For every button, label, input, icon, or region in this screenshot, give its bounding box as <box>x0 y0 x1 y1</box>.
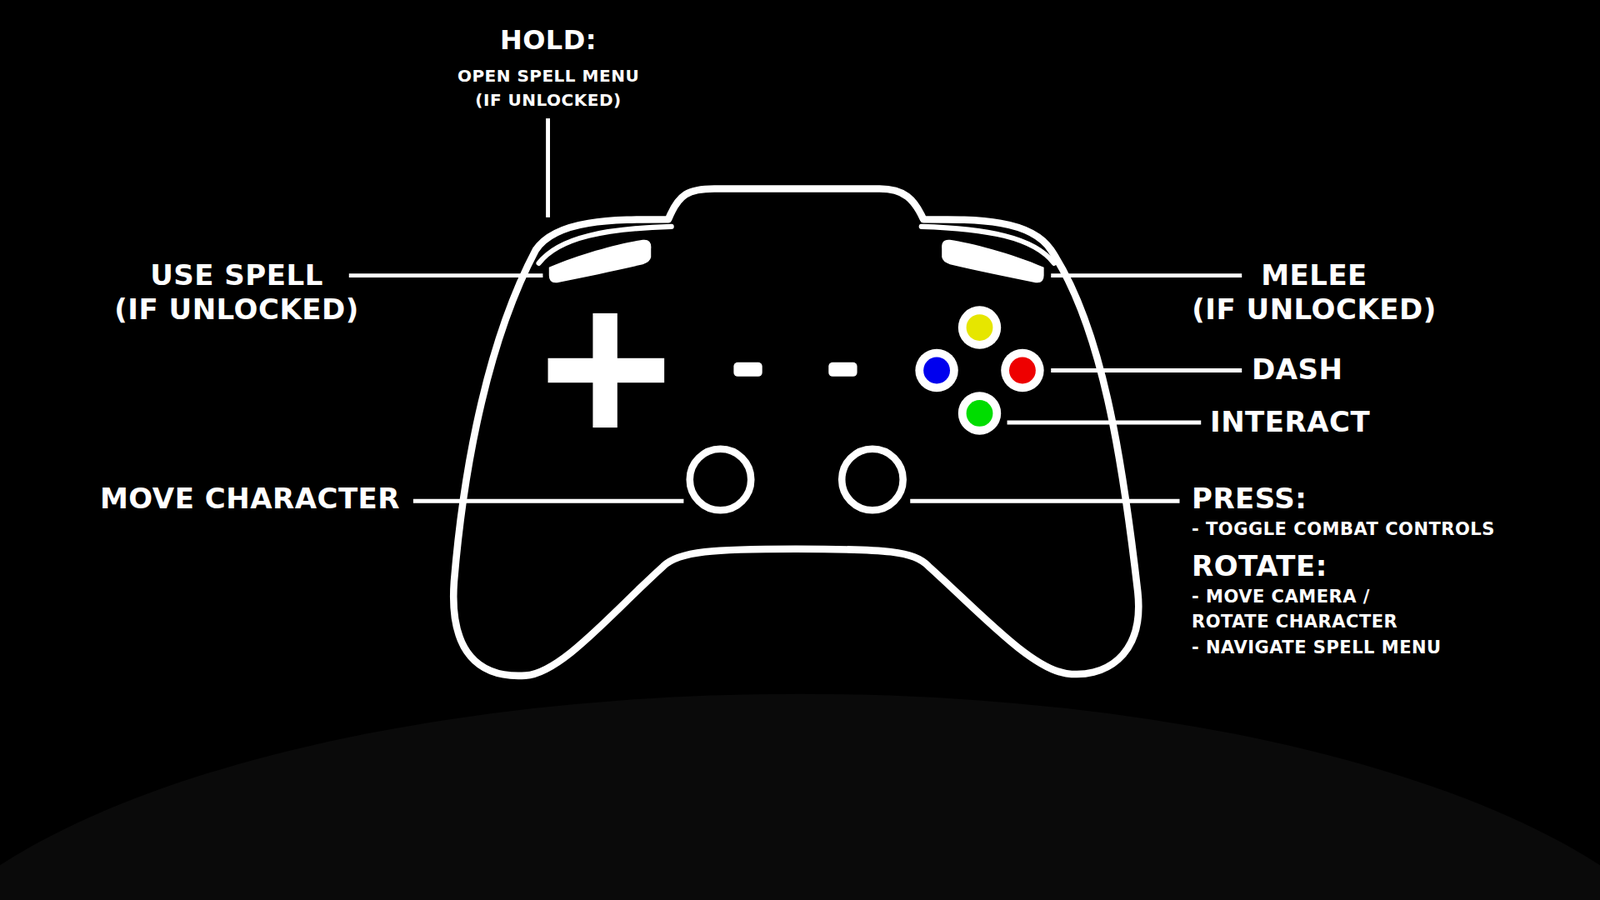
leader-line <box>1007 420 1202 425</box>
note-text: - MOVE CAMERA / ROTATE CHARACTER <box>1191 584 1417 635</box>
note-text: - NAVIGATE SPELL MENU <box>1191 638 1442 658</box>
callout-label: DASH <box>1251 354 1343 385</box>
face-button-blue <box>923 357 950 385</box>
select-button <box>733 362 762 377</box>
right-bumper <box>941 240 1045 284</box>
callout-label: MELEE <box>1260 260 1368 291</box>
dpad <box>592 313 617 428</box>
face-button-green <box>966 400 994 427</box>
left-stick <box>690 449 751 510</box>
face-button <box>1000 349 1044 392</box>
note-text: (IF UNLOCKED) <box>1191 294 1436 325</box>
controller-body <box>453 189 1139 676</box>
ground-glow <box>0 694 1600 900</box>
leader-line <box>413 499 684 504</box>
face-button <box>915 349 958 392</box>
leader-line <box>910 499 1180 504</box>
start-button <box>828 362 857 377</box>
note-text: OPEN SPELL MENU <box>457 66 640 85</box>
right-stick <box>841 449 903 510</box>
face-button-yellow <box>966 314 994 341</box>
leader-line <box>545 118 550 218</box>
leader-lines <box>349 118 1242 501</box>
leader-line <box>349 273 544 278</box>
callout-label: INTERACT <box>1210 406 1370 438</box>
face-button <box>958 305 1001 349</box>
face-button <box>958 391 1001 435</box>
hold-heading: HOLD: <box>500 25 597 55</box>
callout-label: MOVE CHARACTER <box>100 483 400 515</box>
leader-line <box>1050 273 1242 278</box>
note-text: (IF UNLOCKED) <box>475 90 621 110</box>
leader-line <box>1050 368 1242 373</box>
note-text: - TOGGLE COMBAT CONTROLS <box>1191 520 1495 540</box>
callout-label: USE SPELL <box>150 260 324 291</box>
left-bumper <box>549 240 652 284</box>
rotate-heading: ROTATE: <box>1191 550 1328 582</box>
face-button-red <box>1009 357 1036 385</box>
note-text: (IF UNLOCKED) <box>114 294 359 325</box>
press-heading: PRESS: <box>1191 483 1307 515</box>
